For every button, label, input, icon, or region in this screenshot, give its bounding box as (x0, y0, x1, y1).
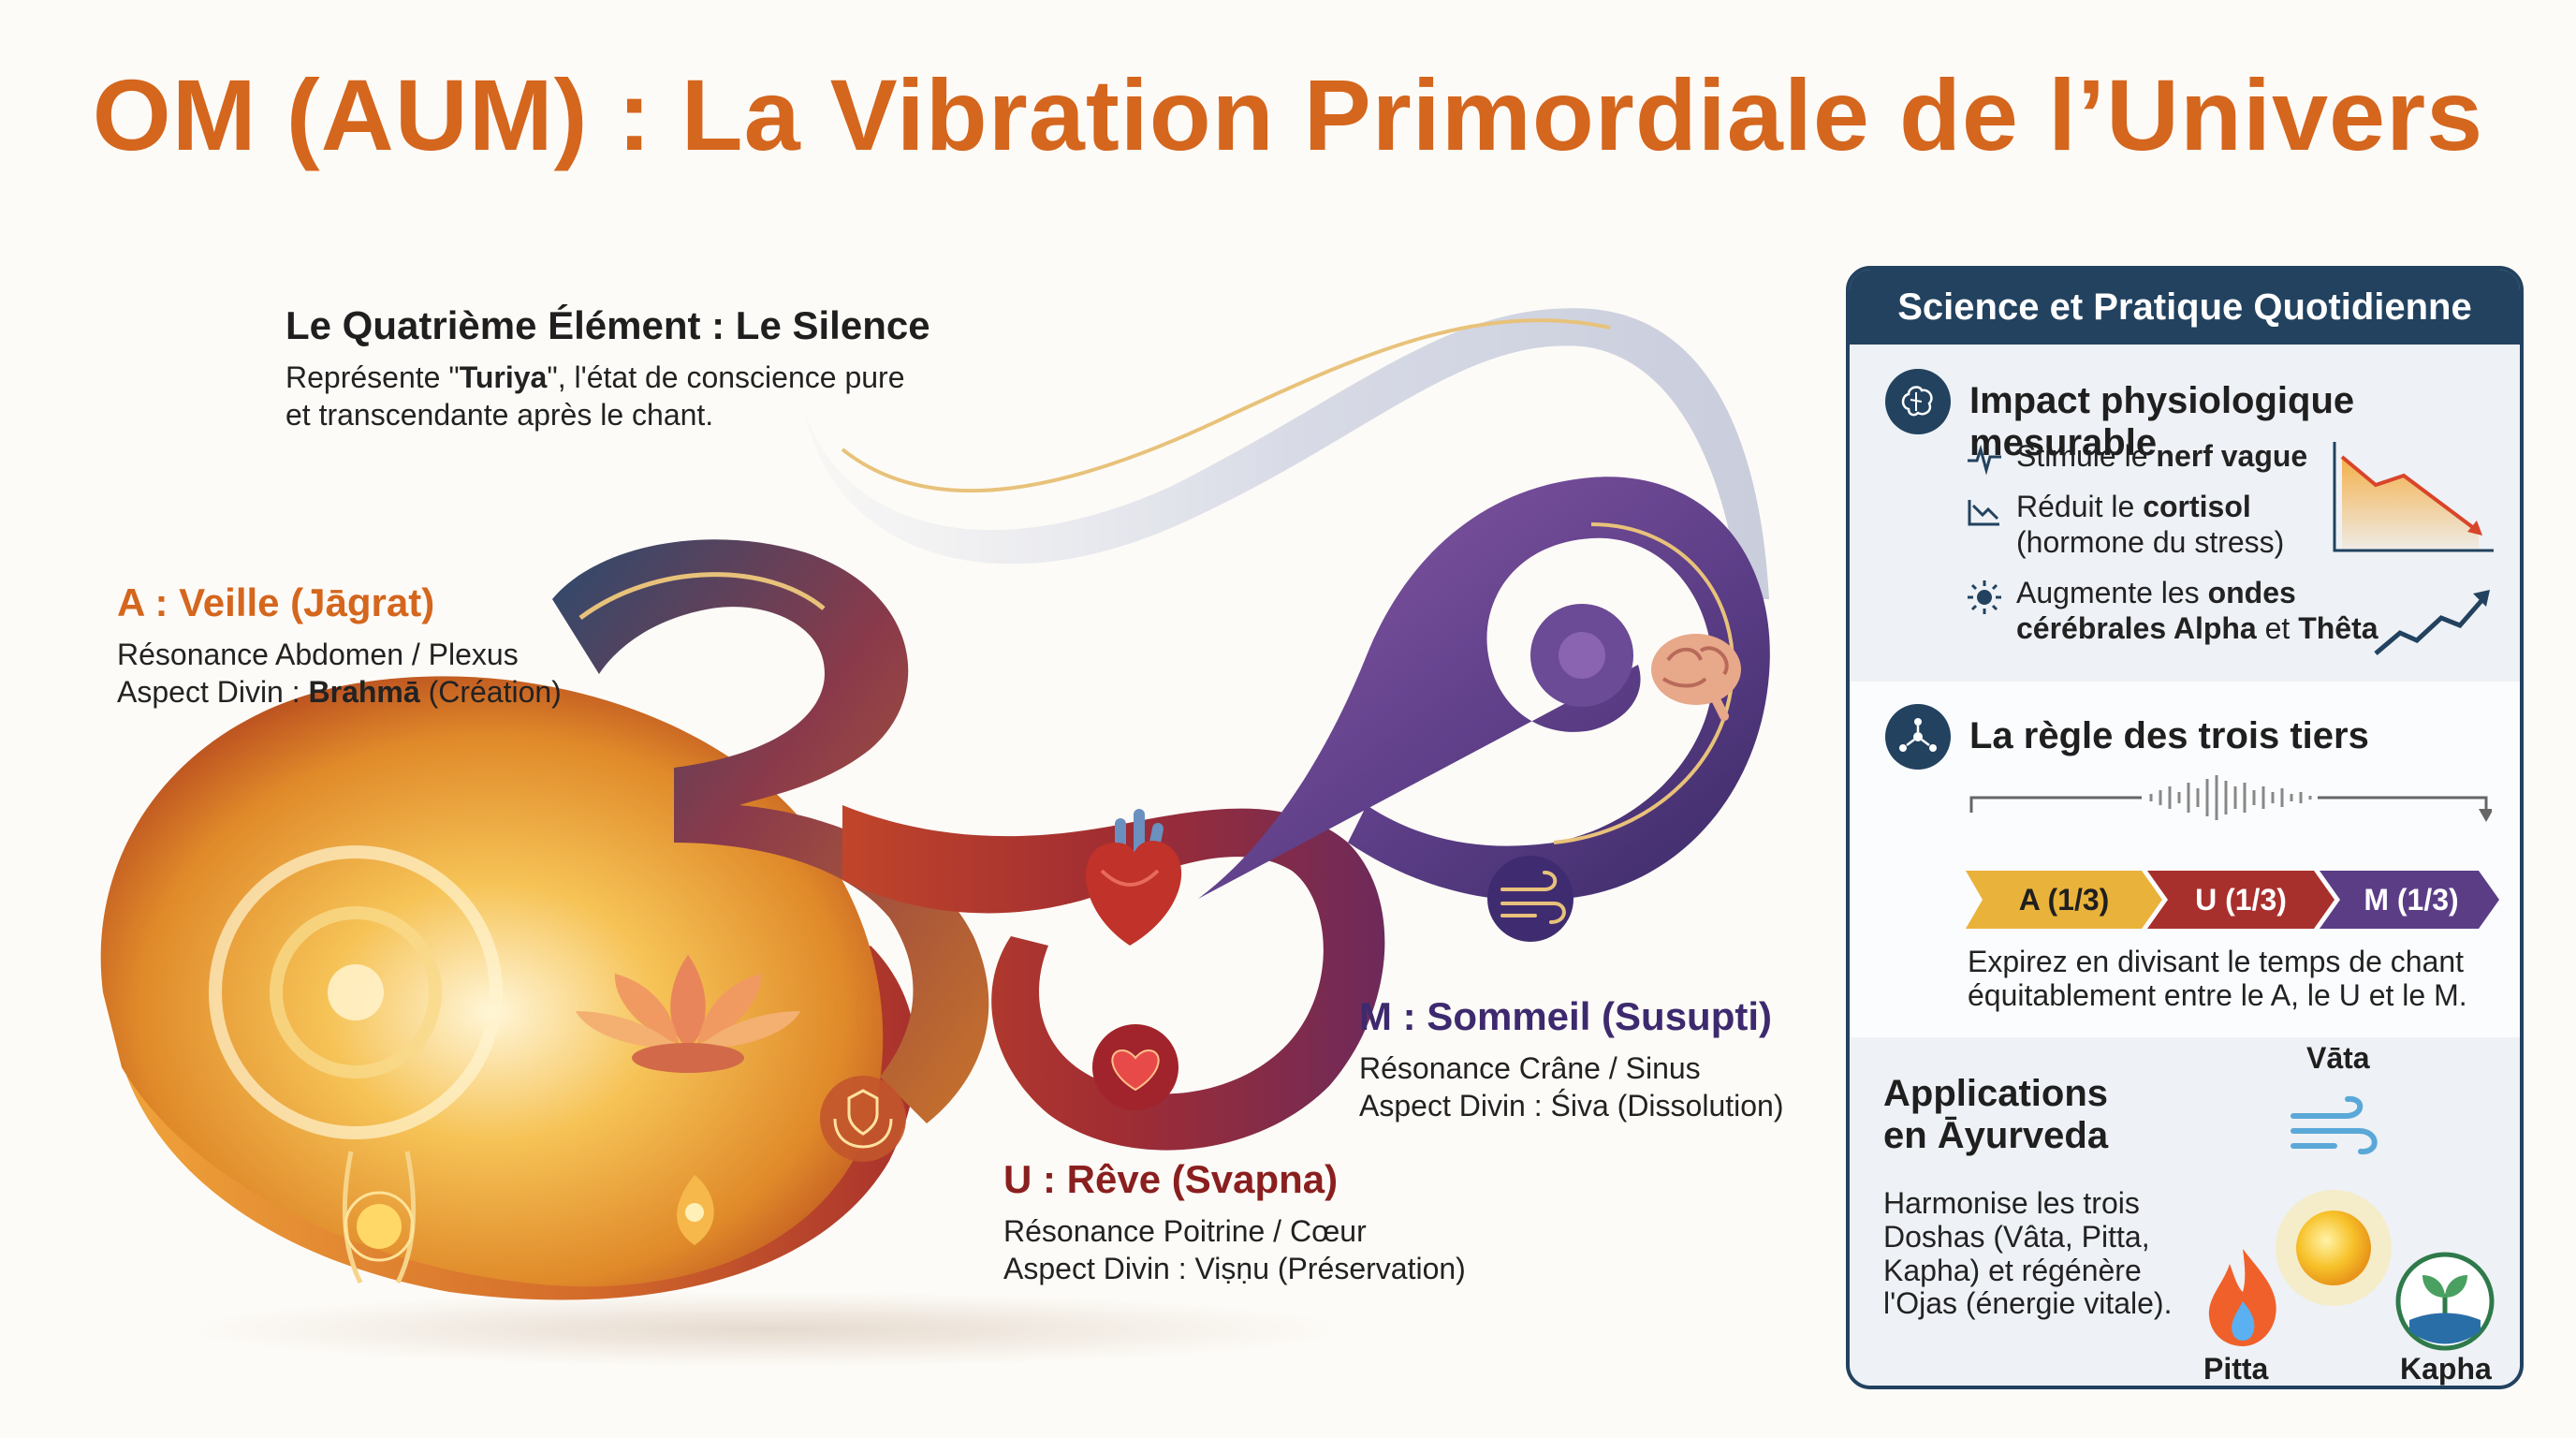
ayurveda-title: Applications en Āyurveda (1883, 1073, 2109, 1156)
sun-orb-icon (2276, 1190, 2392, 1306)
veille-line-1: Résonance Abdomen / Plexus (117, 637, 519, 671)
silence-line-2: et transcendante après le chant. (285, 397, 714, 432)
veille-heading: A : Veille (Jāgrat) (117, 580, 435, 624)
segment-u-label: U (1/3) (2195, 883, 2287, 917)
segment-a (1966, 871, 2162, 929)
hands-shield-icon (820, 1076, 906, 1162)
ayurveda-section: Applications en Āyurveda Harmonise les t… (1850, 1037, 2520, 1386)
kapha-earth-icon (2395, 1252, 2495, 1351)
pulse-icon (1968, 444, 2001, 476)
page-title: OM (AUM) : La Vibration Primordiale de l… (92, 58, 2484, 171)
reve-line-1: Résonance Poitrine / Cœur (1003, 1213, 1367, 1248)
panel-header: Science et Pratique Quotidienne (1850, 270, 2520, 345)
rule-section: La règle des trois tiers A (1/3) U (1/3)… (1850, 682, 2520, 1037)
brain-circle-icon (1885, 369, 1951, 434)
chakra-body-icon (342, 1151, 417, 1284)
vata-label: Vāta (2306, 1041, 2370, 1075)
vata-wind-icon (2291, 1095, 2378, 1155)
three-thirds-bar: A (1/3) U (1/3) M (1/3) (1966, 871, 2499, 929)
heart-badge-icon (1092, 1024, 1178, 1110)
segment-a-label: A (1/3) (2019, 883, 2110, 917)
ground-shadow (187, 1292, 1348, 1367)
impact-bullet-1: Stimule le nerf vague (2016, 439, 2308, 473)
reve-label: U : Rêve (Svapna) Résonance Poitrine / C… (1003, 1155, 1565, 1287)
sun-icon (1968, 580, 2001, 614)
impact-bullet-2: Réduit le cortisol(hormone du stress) (2016, 490, 2285, 560)
veille-label: A : Veille (Jāgrat) Résonance Abdomen / … (117, 579, 697, 711)
silence-heading: Le Quatrième Élément : Le Silence (285, 303, 930, 347)
silence-line-1: Représente "Turiya", l'état de conscienc… (285, 360, 905, 394)
brainwave-increase-chart-icon (2374, 590, 2490, 655)
veille-line-2: Aspect Divin : Brahmā (Création) (117, 674, 562, 709)
rule-description: Expirez en divisant le temps de chant éq… (1968, 945, 2467, 1012)
lotus-icon (576, 955, 800, 1073)
rule-title: La règle des trois tiers (1969, 715, 2369, 756)
cortisol-decrease-chart-icon (2333, 442, 2494, 552)
spiral-flame-icon (677, 1175, 714, 1245)
pitta-fire-icon (2208, 1249, 2276, 1346)
sound-wave-timeline (1969, 775, 2492, 822)
chart-down-icon (1968, 500, 1999, 526)
u-red-stroke (842, 805, 1385, 1151)
sommeil-line-2: Aspect Divin : Śiva (Dissolution) (1359, 1088, 1784, 1123)
m-purple-spiral (1198, 477, 1770, 901)
waveform-icon (2149, 775, 2312, 820)
sommeil-label: M : Sommeil (Susupti) Résonance Crâne / … (1359, 992, 1883, 1124)
segment-m-label: M (1/3) (2364, 883, 2458, 917)
sommeil-line-1: Résonance Crâne / Sinus (1359, 1050, 1701, 1085)
anatomical-heart-icon (1085, 809, 1182, 946)
silence-wave (805, 308, 1769, 599)
science-panel: Science et Pratique Quotidienne Impact p… (1846, 266, 2524, 1389)
segment-m (2320, 871, 2499, 929)
brain-icon (1651, 634, 1741, 721)
reve-heading: U : Rêve (Svapna) (1003, 1157, 1339, 1201)
om-three-stroke (552, 539, 989, 1123)
pitta-label: Pitta (2203, 1352, 2269, 1386)
ayurveda-description: Harmonise les trois Doshas (Vâta, Pitta,… (1883, 1186, 2173, 1321)
triad-circle-icon (1885, 704, 1951, 770)
wind-icon (1487, 856, 1573, 942)
segment-u (2147, 871, 2334, 929)
sommeil-heading: M : Sommeil (Susupti) (1359, 994, 1772, 1038)
silence-label: Le Quatrième Élément : Le Silence Représ… (285, 301, 959, 433)
reve-line-2: Aspect Divin : Viṣṇu (Préservation) (1003, 1251, 1466, 1285)
kapha-label: Kapha (2400, 1352, 2492, 1386)
